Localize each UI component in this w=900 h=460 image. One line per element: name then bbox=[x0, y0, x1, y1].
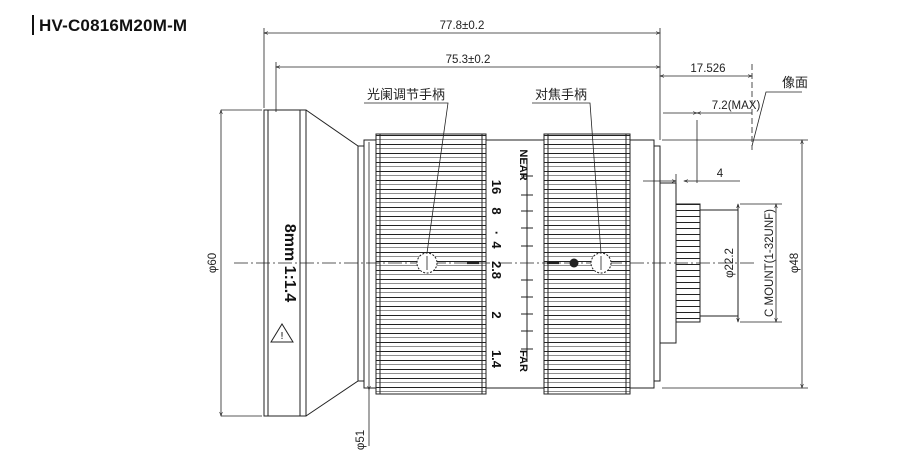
lens-marking: 8mm 1:1.4 bbox=[281, 224, 298, 302]
model-title-text: HV-C0816M20M-M bbox=[39, 16, 188, 35]
thread-diameter-label: φ22.2 bbox=[724, 248, 736, 278]
scale-4: 4 bbox=[489, 241, 504, 249]
dim-flange-back-label: 17.526 bbox=[690, 63, 725, 75]
model-title: HV-C0816M20M-M bbox=[32, 15, 187, 36]
front-diameter-label: φ60 bbox=[207, 253, 219, 273]
scale-1-4: 1.4 bbox=[489, 350, 504, 369]
mount-diameter-label: φ48 bbox=[789, 253, 801, 273]
title-bar bbox=[32, 15, 34, 35]
scale-16: 16 bbox=[489, 180, 504, 194]
mount-thread bbox=[675, 203, 701, 323]
warning-icon: ! bbox=[270, 323, 294, 343]
scale-2: 2 bbox=[489, 311, 504, 318]
focus-handle-label: 对焦手柄 bbox=[535, 87, 587, 102]
focus-far-label: FAR bbox=[517, 350, 529, 372]
index-dot bbox=[569, 258, 579, 268]
iris-handle-label: 光阑调节手柄 bbox=[367, 87, 445, 102]
scale-2-8: 2.8 bbox=[489, 261, 504, 279]
dim-max-label: 7.2(MAX) bbox=[712, 100, 761, 112]
svg-text:!: ! bbox=[280, 331, 284, 342]
focus-near-label: NEAR bbox=[517, 149, 529, 180]
dim-overall-label: 77.8±0.2 bbox=[440, 20, 485, 32]
scale-8: 8 bbox=[489, 207, 504, 214]
dim-mount-depth-label: 4 bbox=[717, 168, 724, 180]
mount-thread-label: C MOUNT(1-32UNF) bbox=[764, 209, 776, 317]
ring-diameter-label: φ51 bbox=[355, 430, 367, 450]
rear-body bbox=[629, 139, 655, 389]
dim-body-label: 75.3±0.2 bbox=[446, 54, 491, 66]
scale-dot: · bbox=[489, 231, 504, 235]
front-barrel bbox=[263, 109, 307, 417]
image-plane-label: 像面 bbox=[782, 75, 808, 90]
